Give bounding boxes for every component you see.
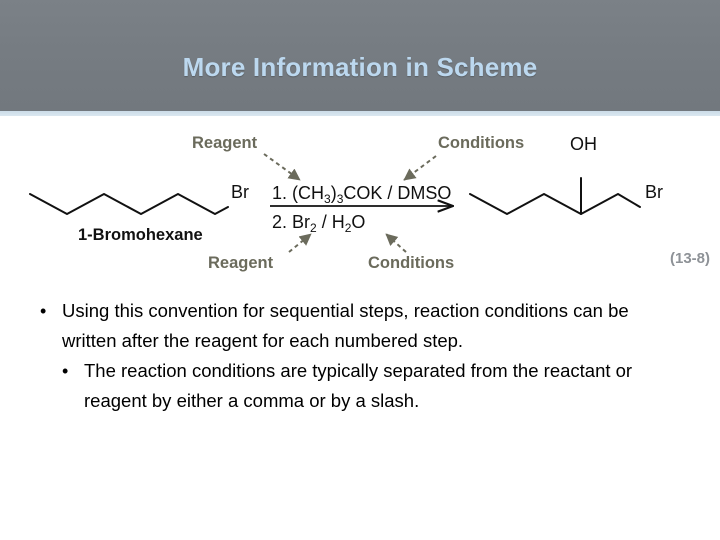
product-halogen-label: Br [645,182,663,202]
bullet-marker-icon: • [62,361,69,381]
header-divider-rule [0,111,720,116]
callout-label-reagent-top: Reagent [192,134,258,152]
list-item: • Using this convention for sequential s… [0,296,720,356]
callout-arrow-reagent-bottom [288,233,312,253]
bullet-marker-icon: • [40,301,47,321]
product-structure [469,177,641,215]
figure-reference-number: (13-8) [669,250,710,267]
bullet-text: Using this convention for sequential ste… [62,300,629,351]
slide-header-band [0,0,720,111]
bullet-text: The reaction conditions are typically se… [84,360,633,411]
page-title: More Information in Scheme [182,52,538,82]
callout-label-reagent-bottom: Reagent [208,254,274,272]
arrow-step-1-text: 1. (CH3)3COK / DMSO [272,183,451,206]
callout-arrow-conditions-bottom [385,233,407,253]
bullet-list: • Using this convention for sequential s… [0,296,720,416]
reactant-name-label: 1-Bromohexane [78,226,203,244]
reaction-scheme-figure: Reagent Conditions Br 1-Bromohexane 1. (… [0,116,720,288]
reactant-structure-1-bromohexane [29,193,229,215]
callout-arrow-reagent-top [263,153,301,181]
product-hydroxyl-label: OH [570,134,597,154]
arrow-step-2-text: 2. Br2 / H2O [272,212,365,235]
callout-arrow-conditions-top [403,155,437,181]
callout-label-conditions-bottom: Conditions [368,254,454,272]
list-item: • The reaction conditions are typically … [0,356,720,416]
reactant-halogen-label: Br [231,182,249,202]
callout-label-conditions-top: Conditions [438,134,524,152]
